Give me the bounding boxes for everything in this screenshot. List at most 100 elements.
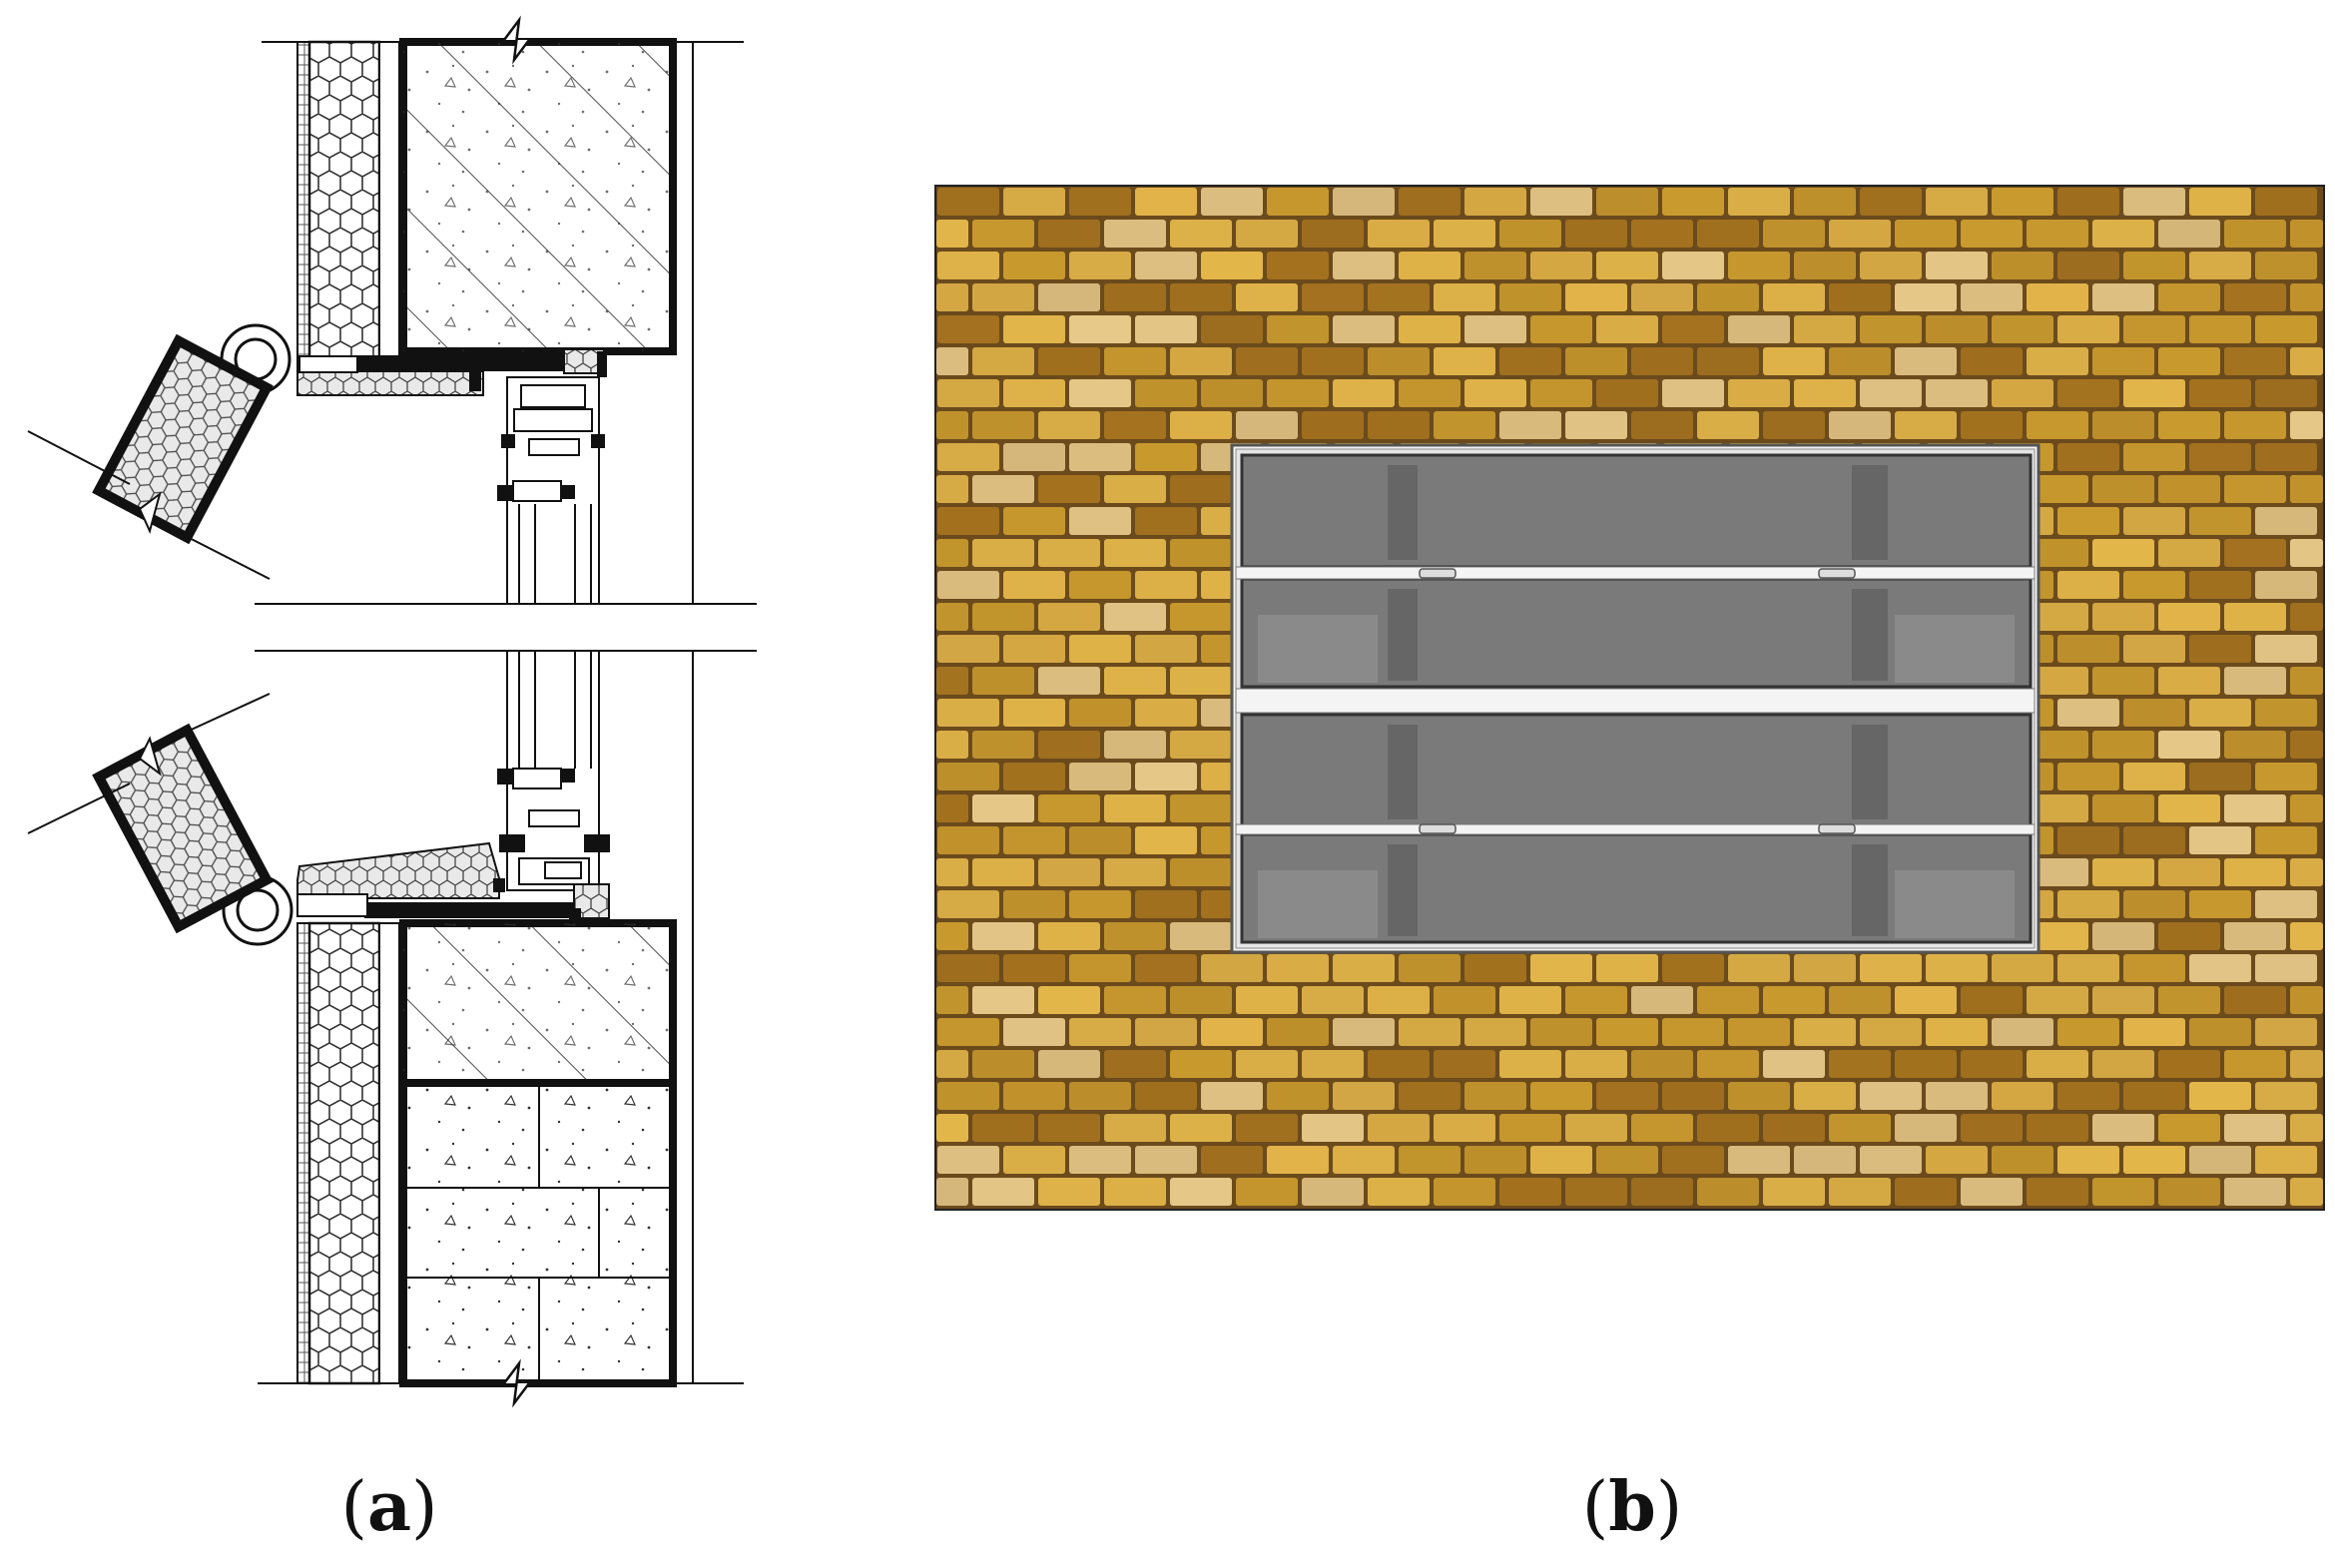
brick — [1170, 220, 1232, 248]
brick — [936, 858, 968, 886]
brick — [937, 954, 999, 982]
brick — [2224, 283, 2286, 311]
brick — [1135, 635, 1197, 663]
brick — [1201, 1018, 1263, 1046]
brick — [1829, 1178, 1891, 1206]
brick — [1368, 1050, 1430, 1078]
brick — [1992, 1146, 2053, 1174]
brick — [937, 443, 999, 471]
brick — [2224, 539, 2286, 567]
brick — [1003, 252, 1065, 279]
brick — [1201, 188, 1263, 216]
brick — [1104, 1050, 1166, 1078]
brick — [2027, 731, 2088, 759]
brick — [2224, 731, 2286, 759]
brick — [2092, 731, 2154, 759]
brick — [1794, 252, 1856, 279]
brick — [1434, 1178, 1495, 1206]
brick — [1104, 986, 1166, 1014]
brick — [2057, 763, 2119, 790]
brick — [1201, 1146, 1263, 1174]
brick — [2123, 763, 2185, 790]
brick — [2224, 1114, 2286, 1142]
brick — [1763, 1050, 1825, 1078]
brick — [972, 283, 1034, 311]
brick — [1794, 188, 1856, 216]
brick — [1794, 954, 1856, 982]
brick — [2290, 347, 2323, 375]
brick — [1038, 539, 1100, 567]
brick — [1267, 1018, 1329, 1046]
brick — [1728, 1146, 1790, 1174]
brick — [1201, 252, 1263, 279]
brick — [1104, 1178, 1166, 1206]
brick — [2189, 890, 2251, 918]
brick — [1069, 890, 1131, 918]
brick — [2158, 922, 2220, 950]
brick — [1992, 188, 2053, 216]
brick — [2123, 1082, 2185, 1110]
brick — [1069, 954, 1131, 982]
brick — [1267, 1146, 1329, 1174]
brick — [1069, 826, 1131, 854]
brick — [2189, 252, 2251, 279]
brick — [1135, 571, 1197, 599]
brick — [2158, 667, 2220, 695]
brick — [1170, 1050, 1232, 1078]
brick — [1565, 283, 1627, 311]
brick — [2255, 635, 2317, 663]
brick — [1368, 347, 1430, 375]
brick — [1236, 1050, 1298, 1078]
brick — [936, 1114, 968, 1142]
brick — [1565, 986, 1627, 1014]
brick — [1829, 986, 1891, 1014]
brick — [2189, 1082, 2251, 1110]
brick — [1697, 220, 1759, 248]
brick — [1003, 635, 1065, 663]
brick — [1170, 283, 1232, 311]
brick — [1003, 379, 1065, 407]
brick — [1961, 347, 2023, 375]
hinge-icon — [1818, 568, 1856, 579]
brick — [2123, 699, 2185, 727]
hinge-icon — [1419, 823, 1457, 834]
brick — [1992, 954, 2053, 982]
brick — [1135, 1018, 1197, 1046]
brick — [2123, 1018, 2185, 1046]
brick — [1434, 283, 1495, 311]
brick — [2092, 347, 2154, 375]
brick — [1069, 379, 1131, 407]
brick — [2092, 1114, 2154, 1142]
glass-panel — [1240, 713, 2033, 828]
brick — [1992, 1018, 2053, 1046]
brick — [2189, 763, 2251, 790]
brick — [1829, 347, 1891, 375]
brick — [937, 826, 999, 854]
hinge-icon — [1818, 823, 1856, 834]
caption-a: (a) — [340, 1467, 438, 1547]
brick — [1236, 1114, 1298, 1142]
brick — [2123, 954, 2185, 982]
brick — [2027, 667, 2088, 695]
brick — [1201, 954, 1263, 982]
brick — [1728, 188, 1790, 216]
brick — [1170, 922, 1232, 950]
brick — [1662, 1082, 1724, 1110]
brick — [936, 667, 968, 695]
brick — [1662, 252, 1724, 279]
brick — [1662, 1018, 1724, 1046]
brick — [1170, 731, 1232, 759]
insulation-bottom — [307, 921, 381, 1385]
brick — [1565, 1114, 1627, 1142]
brick — [2123, 252, 2185, 279]
brick — [2057, 443, 2119, 471]
brick — [937, 379, 999, 407]
brick — [1631, 1050, 1693, 1078]
brick — [1236, 411, 1298, 439]
brick — [1302, 1178, 1364, 1206]
brick — [937, 252, 999, 279]
brick — [1368, 1178, 1430, 1206]
brick — [1961, 220, 2023, 248]
brick — [1895, 283, 1957, 311]
brick — [972, 858, 1034, 886]
